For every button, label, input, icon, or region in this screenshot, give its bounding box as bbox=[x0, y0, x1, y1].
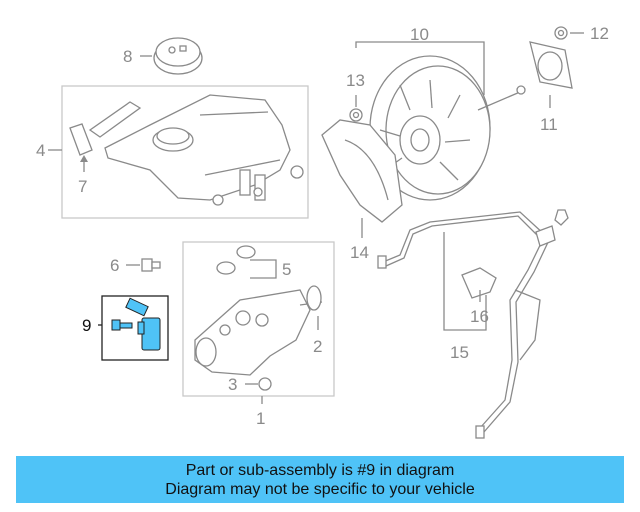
gasket-part-11[interactable] bbox=[529, 41, 573, 108]
callout-14: 14 bbox=[350, 243, 369, 262]
callout-1: 1 bbox=[256, 409, 265, 428]
reservoir-frame bbox=[61, 85, 309, 219]
callout-8: 8 bbox=[123, 47, 132, 66]
bolt-part-6[interactable] bbox=[126, 258, 161, 272]
callout-2: 2 bbox=[313, 337, 322, 356]
callout-12: 12 bbox=[590, 24, 609, 43]
callout-4: 4 bbox=[36, 141, 45, 160]
banner-line-2: Diagram may not be specific to your vehi… bbox=[165, 481, 475, 498]
callout-9: 9 bbox=[82, 316, 91, 335]
plug-part-3[interactable] bbox=[245, 377, 272, 391]
brake-fluid-reservoir[interactable] bbox=[104, 94, 304, 206]
nut-part-12[interactable] bbox=[554, 26, 584, 40]
grommets-part-5[interactable] bbox=[216, 245, 256, 275]
reservoir-cap-part-8[interactable] bbox=[140, 37, 203, 75]
callout-16: 16 bbox=[470, 307, 489, 326]
master-cylinder-frame bbox=[182, 241, 335, 397]
brake-booster-part-10[interactable] bbox=[369, 55, 526, 201]
master-cylinder[interactable] bbox=[194, 289, 323, 376]
callout-15: 15 bbox=[450, 343, 469, 362]
banner-line-1: Part or sub-assembly is #9 in diagram bbox=[185, 462, 455, 479]
callout-11: 11 bbox=[540, 115, 558, 134]
info-banner: Part or sub-assembly is #9 in diagram Di… bbox=[16, 456, 624, 503]
reservoir-bracket-part-7[interactable] bbox=[69, 101, 142, 172]
callout-5: 5 bbox=[282, 260, 291, 279]
brake-lines-part-15[interactable] bbox=[377, 209, 569, 439]
seal-part-2[interactable] bbox=[306, 285, 322, 330]
callout-13: 13 bbox=[346, 71, 365, 90]
heat-shield-part-14[interactable] bbox=[321, 119, 403, 238]
bracket-part-16[interactable] bbox=[461, 267, 497, 302]
part-9-frame bbox=[101, 295, 169, 361]
parts-diagram: 8 4 7 10 bbox=[36, 24, 609, 439]
sensor-part-9[interactable] bbox=[111, 297, 161, 351]
callout-10: 10 bbox=[410, 25, 429, 44]
callout-6: 6 bbox=[110, 256, 119, 275]
callout-3: 3 bbox=[228, 375, 237, 394]
nut-part-13[interactable] bbox=[349, 95, 363, 122]
callout-7: 7 bbox=[78, 177, 87, 196]
